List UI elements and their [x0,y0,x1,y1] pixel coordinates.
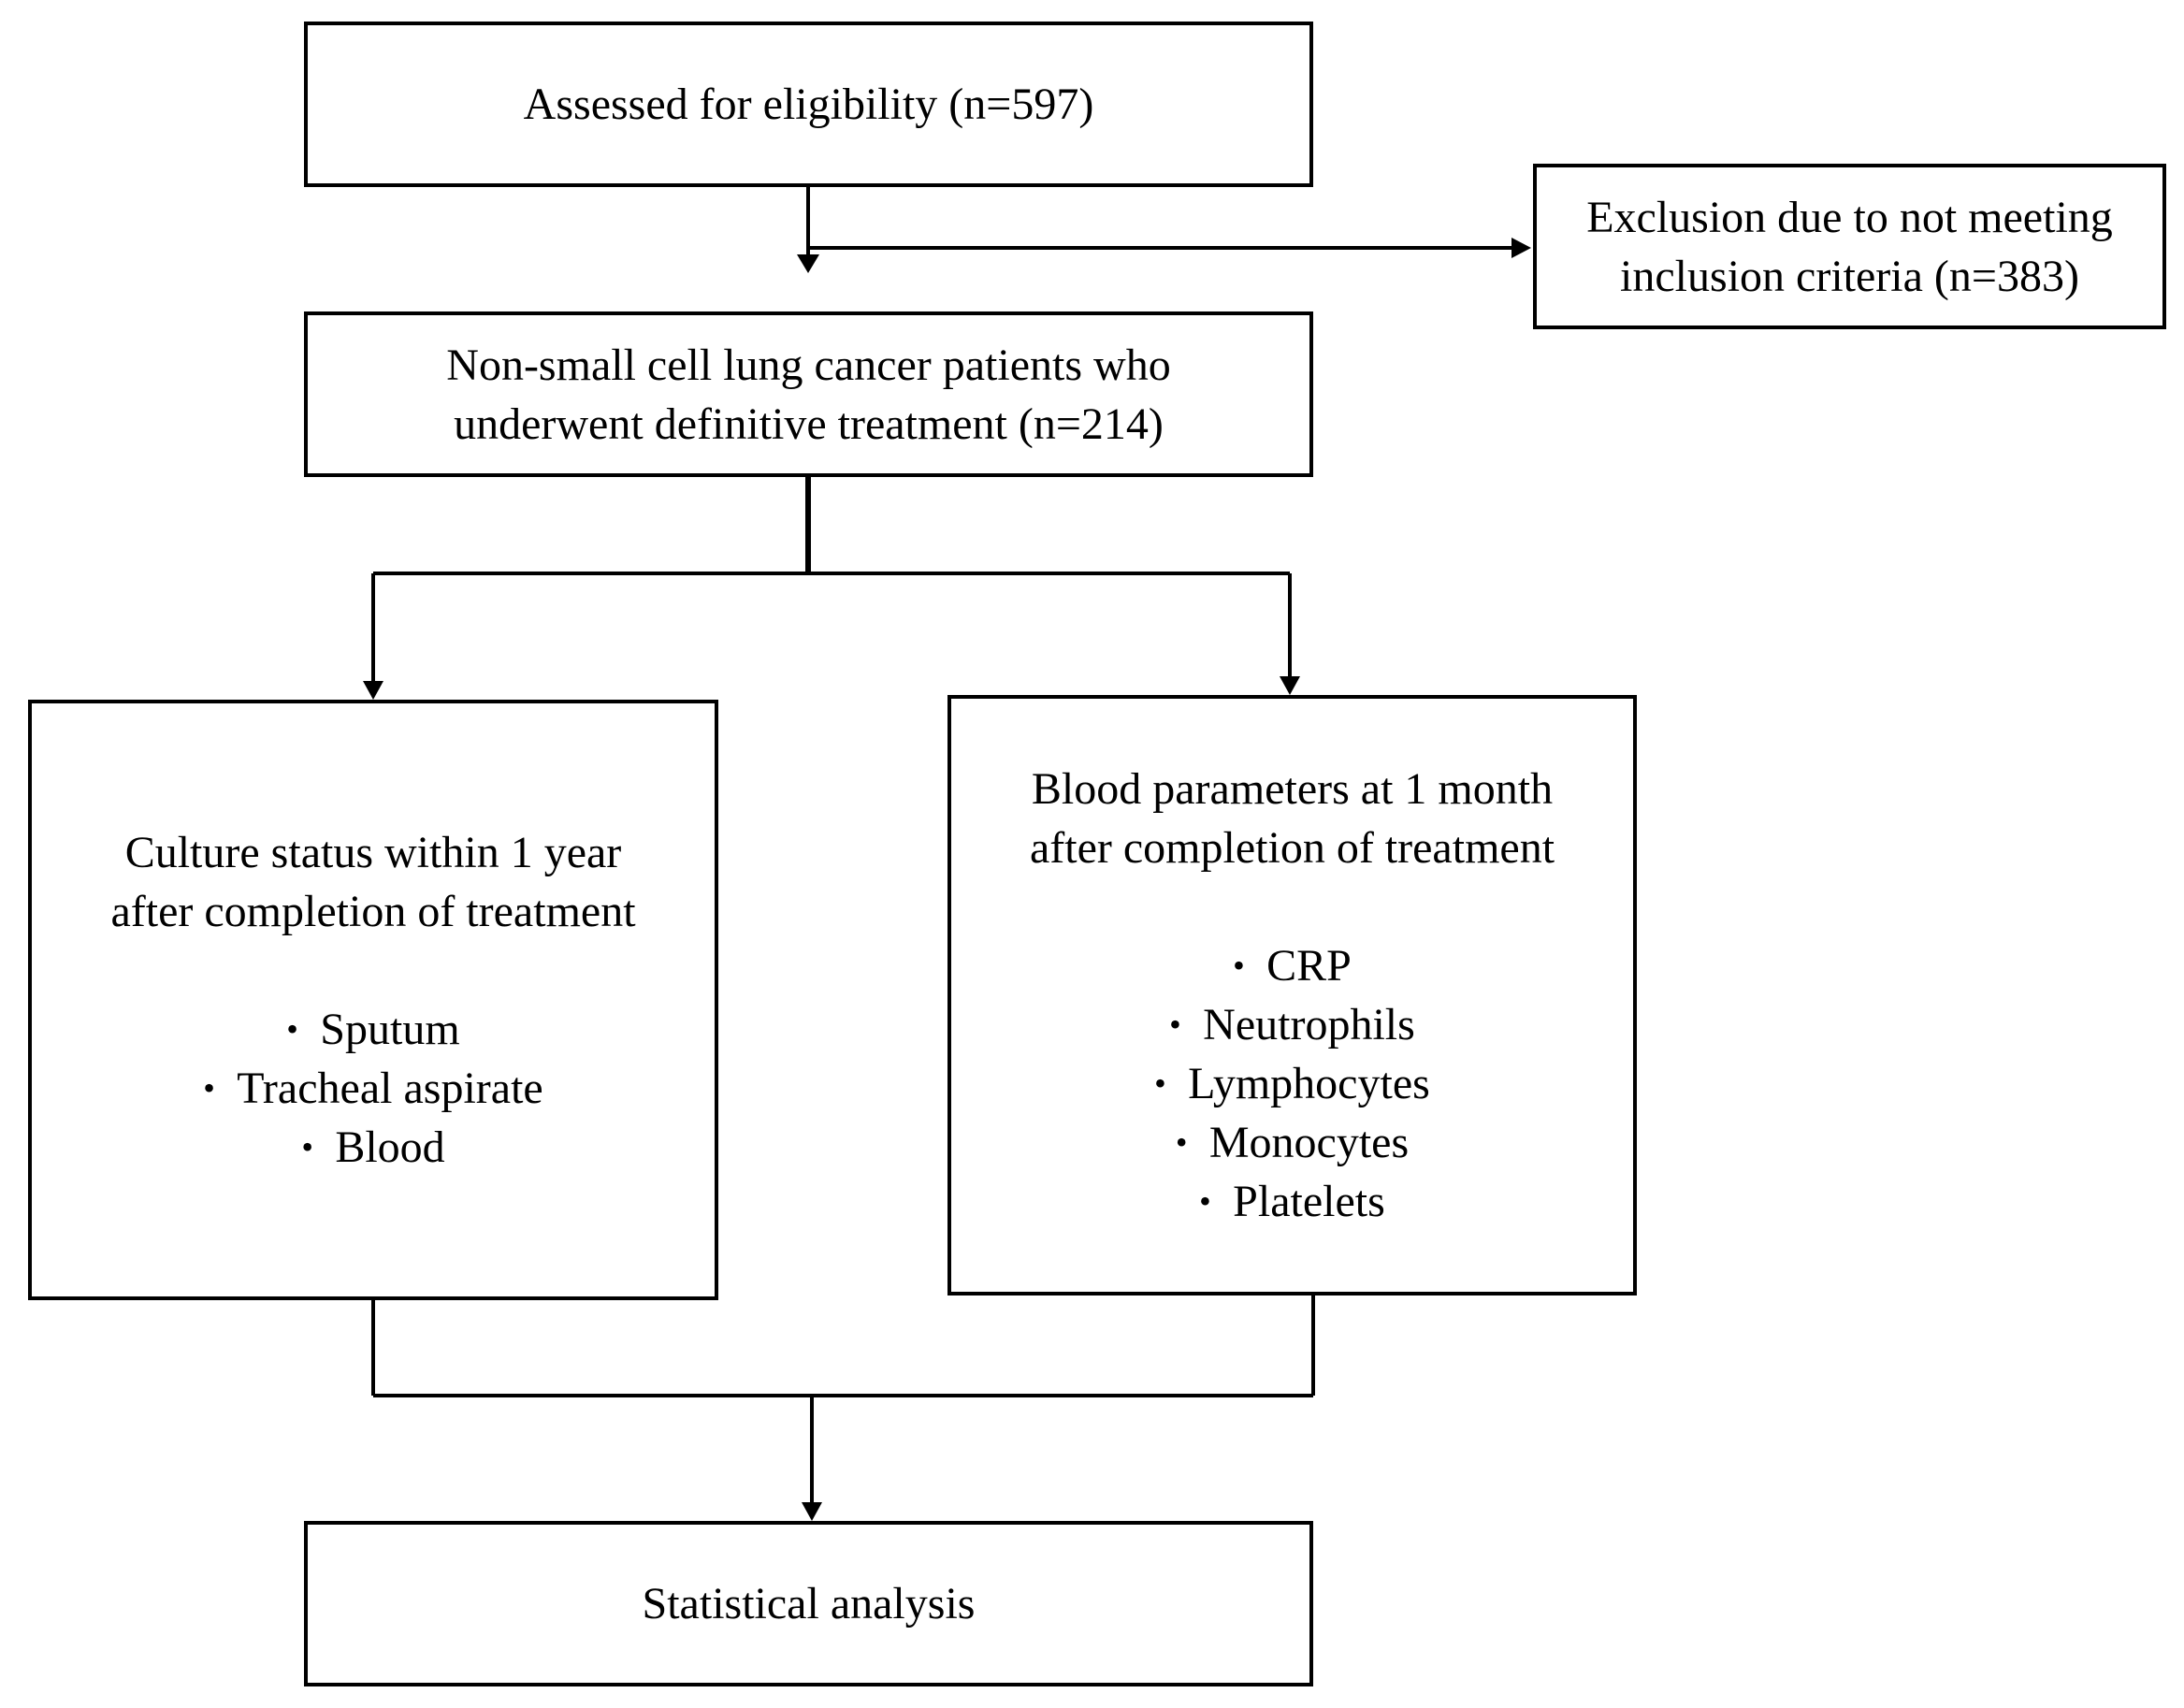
list-item: • Neutrophils [1169,995,1415,1054]
list-item-label: Tracheal aspirate [237,1064,543,1113]
exclusion-text-line1: Exclusion due to not meeting [1586,192,2113,242]
list-item-label: Platelets [1233,1177,1385,1226]
arrowhead-nsclc [797,254,819,273]
statistical-text: Statistical analysis [642,1579,976,1628]
bullet-icon: • [286,1010,298,1048]
statistical-analysis-box: Statistical analysis [304,1521,1313,1686]
arrowhead-blood [1280,676,1300,695]
assessed-text: Assessed for eligibility (n=597) [523,80,1094,129]
list-item: • Blood [301,1118,444,1177]
list-item: • Lymphocytes [1154,1054,1430,1113]
assessed-box: Assessed for eligibility (n=597) [304,22,1313,187]
list-item: • Tracheal aspirate [203,1059,542,1118]
culture-list: • Sputum • Tracheal aspirate • Blood [203,1000,542,1177]
list-item-label: Blood [335,1122,445,1172]
nsclc-text-line1: Non-small cell lung cancer patients who [446,340,1171,390]
bullet-icon: • [301,1128,313,1165]
list-item: • CRP [1233,936,1352,995]
culture-text-line1: Culture status within 1 year [124,828,622,877]
list-item-label: Lymphocytes [1188,1059,1430,1108]
nsclc-box: Non-small cell lung cancer patients who … [304,311,1313,477]
bullet-icon: • [1175,1123,1188,1161]
bullet-icon: • [1233,947,1245,984]
bullet-icon: • [203,1069,215,1107]
arrowhead-exclusion [1511,238,1531,258]
bullet-icon: • [1154,1064,1166,1102]
arrowhead-statistical [802,1502,822,1521]
list-item-label: CRP [1266,941,1352,991]
blood-text-line1: Blood parameters at 1 month [1031,764,1554,814]
nsclc-text-line2: underwent definitive treatment (n=214) [454,398,1164,449]
list-item-label: Monocytes [1208,1118,1410,1167]
culture-text-line2: after completion of treatment [110,887,636,936]
arrowhead-culture [363,681,383,700]
bullet-icon: • [1169,1006,1181,1043]
blood-text-line2: after completion of treatment [1029,823,1555,873]
blood-list: • CRP • Neutrophils • Lymphocytes • Mono… [1154,936,1430,1231]
list-item-label: Neutrophils [1203,1000,1415,1049]
exclusion-box: Exclusion due to not meeting inclusion c… [1533,164,2166,329]
list-item: • Platelets [1199,1172,1385,1231]
blood-parameters-box: Blood parameters at 1 month after comple… [947,695,1637,1295]
bullet-icon: • [1199,1182,1211,1220]
exclusion-text-line2: inclusion criteria (n=383) [1620,251,2079,301]
list-item-label: Sputum [320,1005,460,1054]
list-item: • Monocytes [1176,1113,1409,1172]
culture-box: Culture status within 1 year after compl… [28,700,718,1300]
list-item: • Sputum [286,1000,459,1059]
